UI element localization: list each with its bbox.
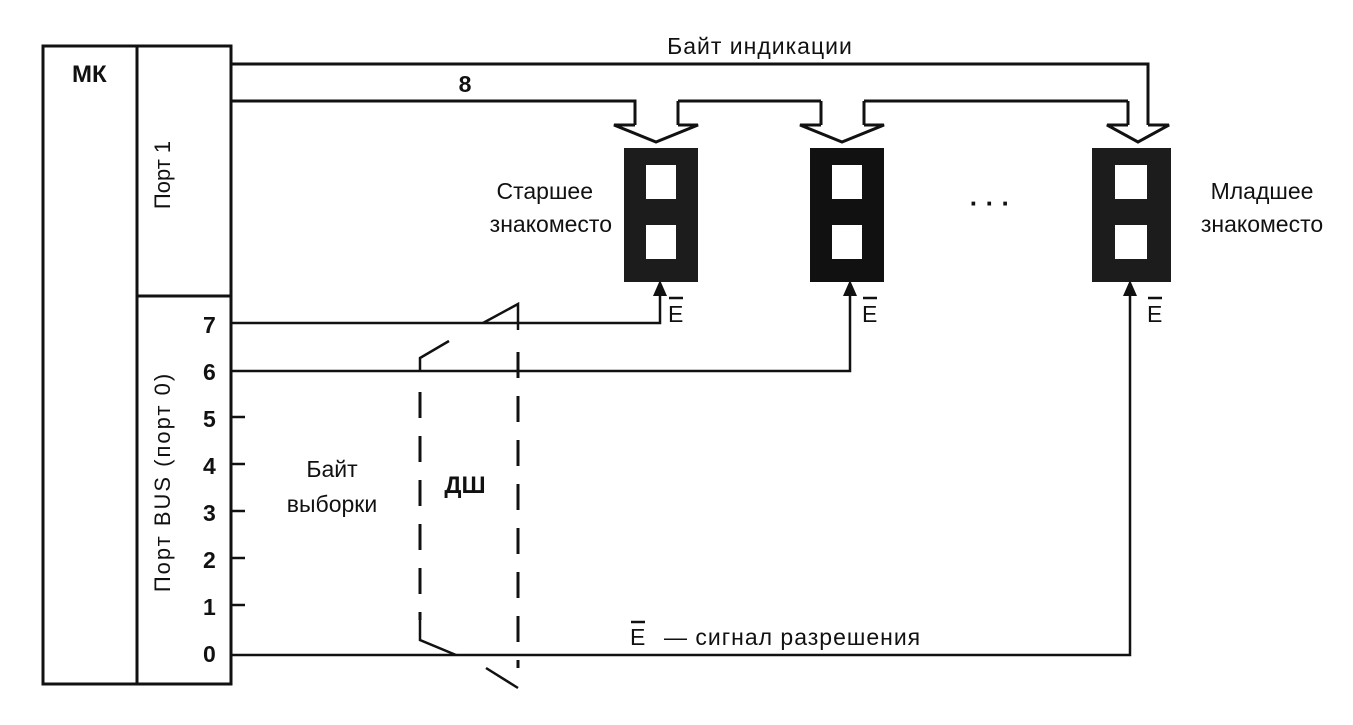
display-digit-middle <box>810 148 884 282</box>
enable-legend: E — сигнал разрешения <box>630 620 921 650</box>
enable-inputs: E E E <box>231 280 1162 657</box>
most-significant-label-line1: Старшее <box>496 178 593 204</box>
port1-label: Порт 1 <box>150 141 175 209</box>
decoder-bottom-left <box>418 620 457 657</box>
enable-line-pin6 <box>231 284 852 373</box>
legend-enable-symbol: E <box>630 624 645 650</box>
port-bus-pins: 7 6 5 4 3 2 1 0 <box>203 312 245 667</box>
decoder-bottom-right <box>485 666 519 690</box>
decoder-top-right <box>482 301 520 330</box>
enable-arrow-3 <box>1123 280 1137 296</box>
display-digit-least-significant <box>1092 148 1171 282</box>
enable-line-pin0 <box>231 284 1132 657</box>
pin-label-4: 4 <box>203 453 216 479</box>
pin-label-2: 2 <box>203 547 216 573</box>
pin-label-1: 1 <box>203 594 216 620</box>
mcu-label: МК <box>72 61 107 88</box>
indication-bus: Байт индикации 8 <box>231 33 1170 144</box>
enable-line-pin7 <box>231 284 662 325</box>
bus-arrow-2 <box>799 123 885 144</box>
microcontroller-block: МК Порт 1 Порт BUS (порт 0) <box>41 44 233 686</box>
bus-arrow-3 <box>1106 123 1170 144</box>
enable-label-1: E <box>668 301 683 327</box>
legend-enable-text: — сигнал разрешения <box>664 624 921 650</box>
least-significant-label-line2: знакоместо <box>1201 211 1323 237</box>
pin-label-5: 5 <box>203 406 216 432</box>
pin-label-3: 3 <box>203 500 216 526</box>
pin-label-6: 6 <box>203 359 216 385</box>
least-significant-label-line1: Младшее <box>1211 178 1314 204</box>
port-bus-label: Порт BUS (порт 0) <box>150 372 175 592</box>
pin-label-7: 7 <box>203 312 216 338</box>
select-byte-label-line1: Байт <box>306 456 358 482</box>
decoder-block: ДШ <box>418 301 520 690</box>
decoder-label: ДШ <box>444 472 485 499</box>
decoder-top-left <box>418 339 450 371</box>
indication-byte-label: Байт индикации <box>667 33 853 59</box>
most-significant-label-line2: знакоместо <box>490 211 612 237</box>
bus-width-label: 8 <box>459 71 472 97</box>
select-byte-label-line2: выборки <box>287 491 377 517</box>
bus-arrow-1 <box>613 123 699 144</box>
enable-label-3: E <box>1147 301 1162 327</box>
enable-arrow-2 <box>843 280 857 296</box>
enable-label-2: E <box>862 301 877 327</box>
pin-label-0: 0 <box>203 641 216 667</box>
bus-outer-line <box>231 62 1150 125</box>
display-digit-most-significant <box>624 148 698 282</box>
digits-ellipsis: · · · <box>970 188 1010 218</box>
bus-inner-line <box>231 99 637 125</box>
enable-arrow-1 <box>653 280 667 296</box>
